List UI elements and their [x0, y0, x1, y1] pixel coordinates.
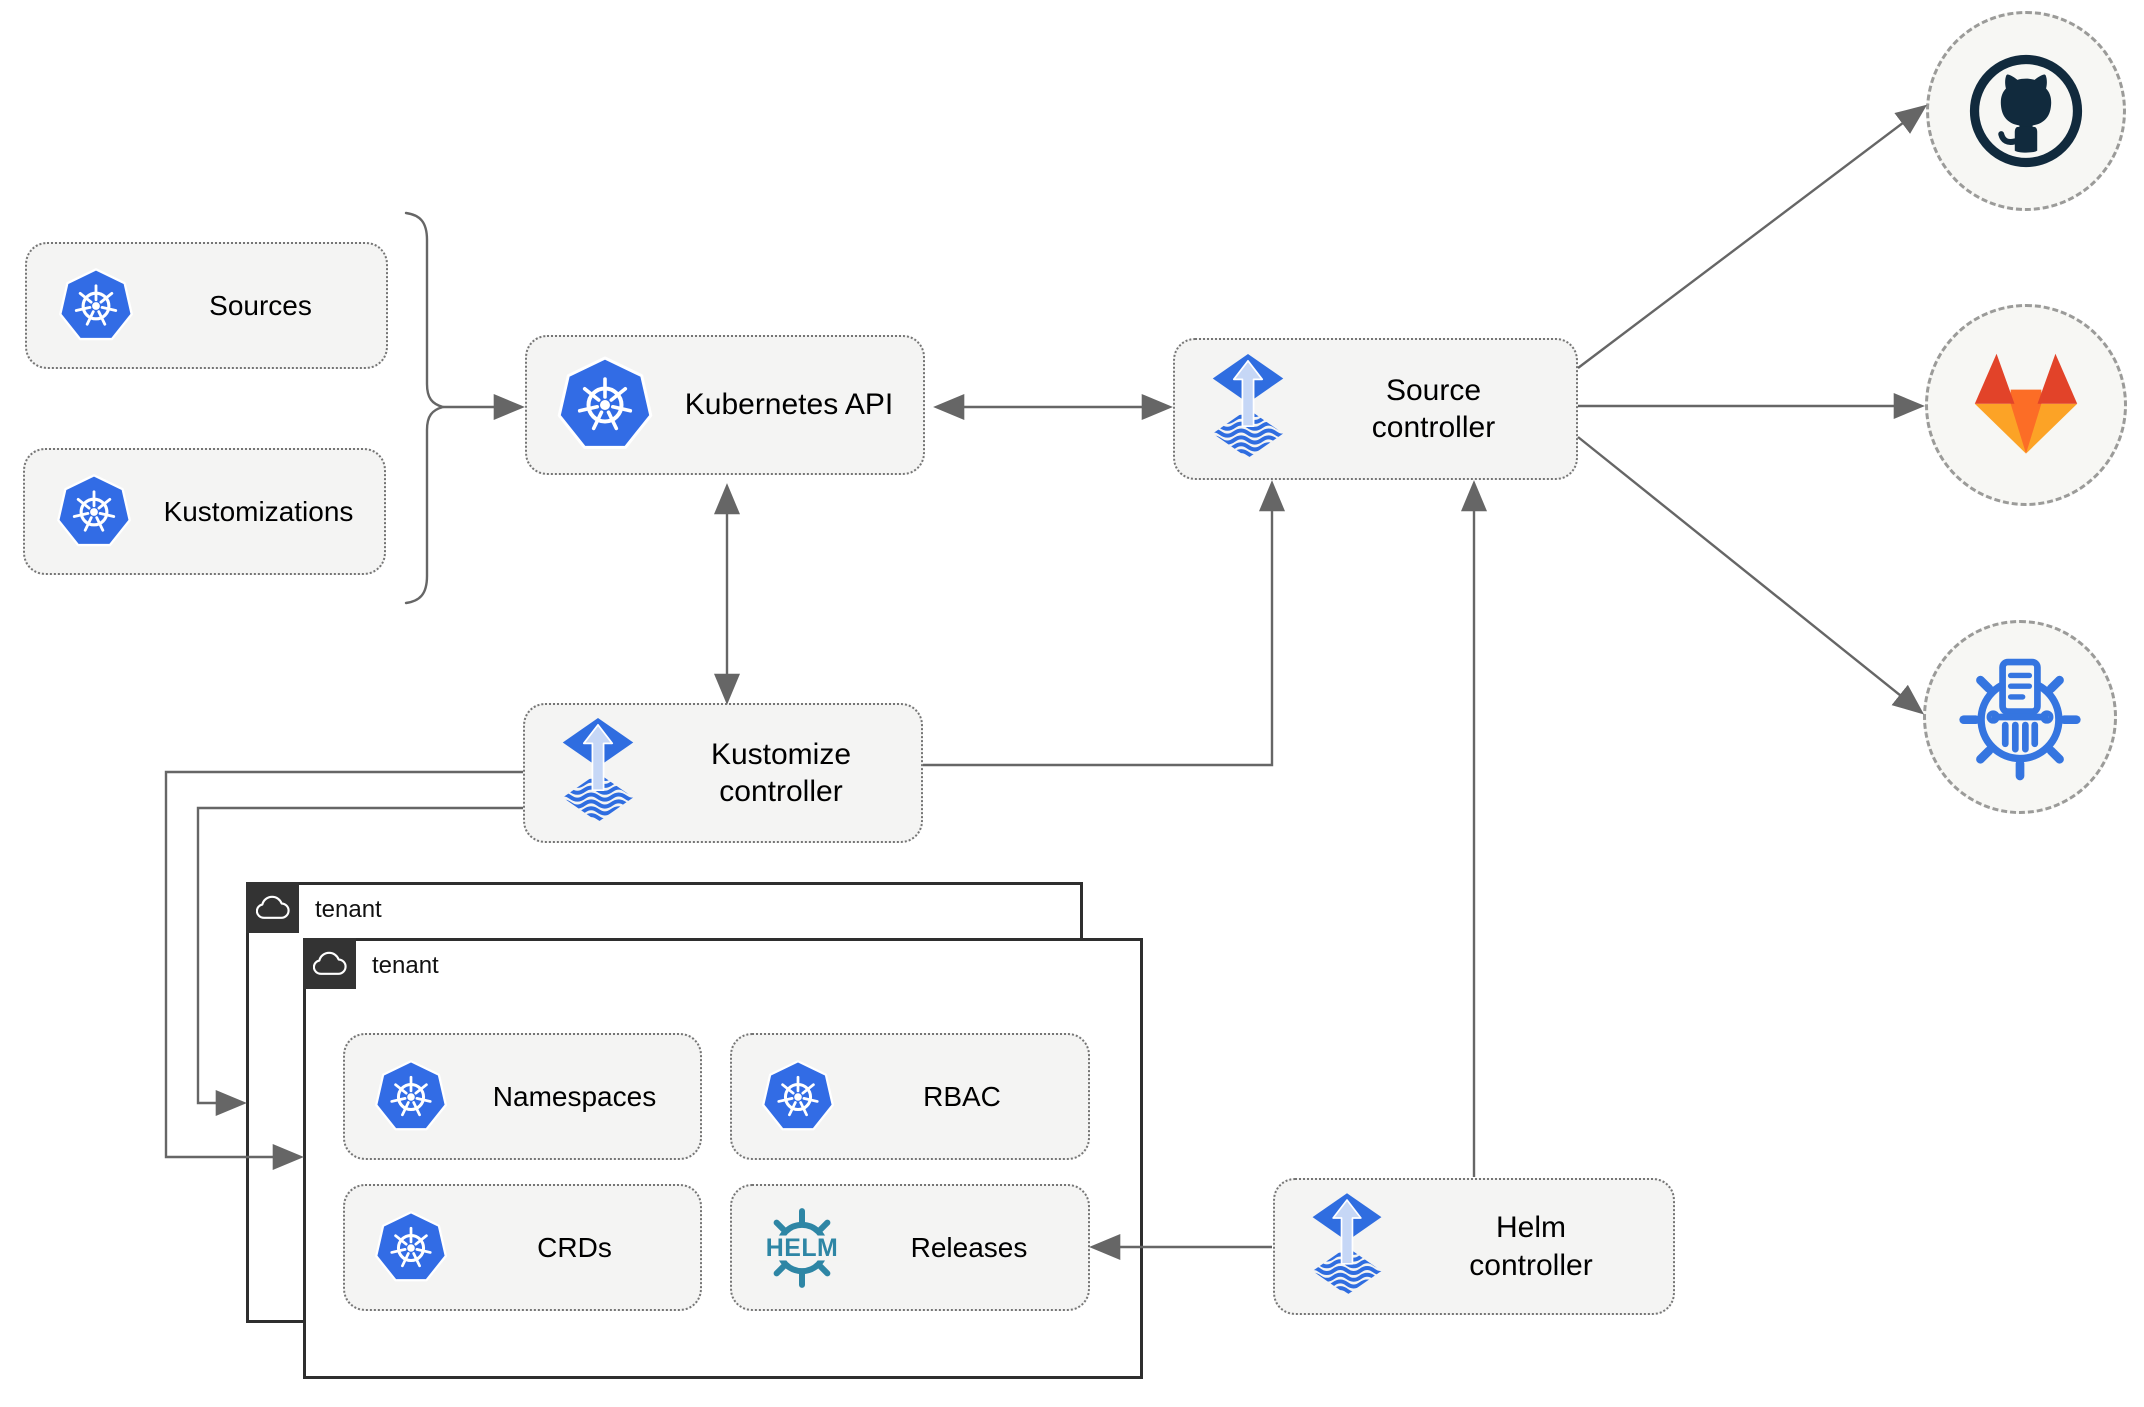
kubernetes-icon [373, 1059, 449, 1135]
arrow-source-to-github [1577, 104, 1928, 369]
node-kustomizations-label: Kustomizations [163, 496, 354, 527]
gitlab-repository-node [1925, 304, 2127, 506]
cloud-icon [256, 895, 290, 920]
flux-icon [1205, 352, 1291, 466]
kubernetes-icon [55, 473, 133, 551]
node-rbac-label: RBAC [923, 1081, 1001, 1112]
tenant-label: tenant [315, 896, 382, 923]
node-kustomizations: Kustomizations [23, 448, 386, 575]
node-sources-label: Sources [209, 290, 312, 321]
node-crds: CRDs [343, 1184, 702, 1311]
tenant-tab [303, 938, 356, 989]
kustomize-source-node [1923, 620, 2117, 814]
kubernetes-icon [555, 355, 655, 455]
github-repository-node [1926, 11, 2126, 211]
node-source-controller-label: Source controller [1371, 373, 1496, 445]
arrow-kustomize-to-source-controller [923, 480, 1285, 767]
gitlab-icon [1974, 353, 2078, 454]
kubernetes-icon [373, 1210, 449, 1286]
node-releases-label: Releases [910, 1232, 1028, 1263]
cloud-icon [313, 951, 347, 976]
arrow-source-to-kustomize [1577, 436, 1925, 715]
flux-icon [1305, 1191, 1389, 1303]
node-namespaces: Namespaces [343, 1033, 702, 1160]
node-helm-controller-label: Helm controller [1469, 1211, 1593, 1282]
node-namespaces-label: Namespaces [492, 1081, 657, 1112]
github-icon [1969, 54, 2083, 168]
tenant-label: tenant [372, 952, 439, 979]
node-helm-controller: Helm controller [1273, 1178, 1675, 1315]
node-source-controller: Source controller [1173, 338, 1578, 480]
kubernetes-icon [760, 1059, 836, 1135]
tenant-tab [246, 882, 299, 933]
node-sources: Sources [25, 242, 388, 369]
kustomize-icon [1959, 658, 2081, 781]
flux-icon [555, 716, 641, 830]
node-rbac: RBAC [730, 1033, 1090, 1160]
node-crds-label: CRDs [537, 1232, 612, 1263]
brace-sources-group [404, 211, 448, 605]
kubernetes-icon [57, 267, 135, 345]
node-kustomize-controller: Kustomize controller [523, 703, 923, 843]
node-kustomize-controller-label: Kustomize controller [710, 737, 852, 809]
helm-icon: HELM [754, 1207, 850, 1288]
helm-wordmark: HELM [766, 1233, 838, 1261]
node-kubernetes-api: Kubernetes API [525, 335, 925, 475]
node-kubernetes-api-label: Kubernetes API [684, 388, 894, 422]
node-releases: HELM Releases [730, 1184, 1090, 1311]
